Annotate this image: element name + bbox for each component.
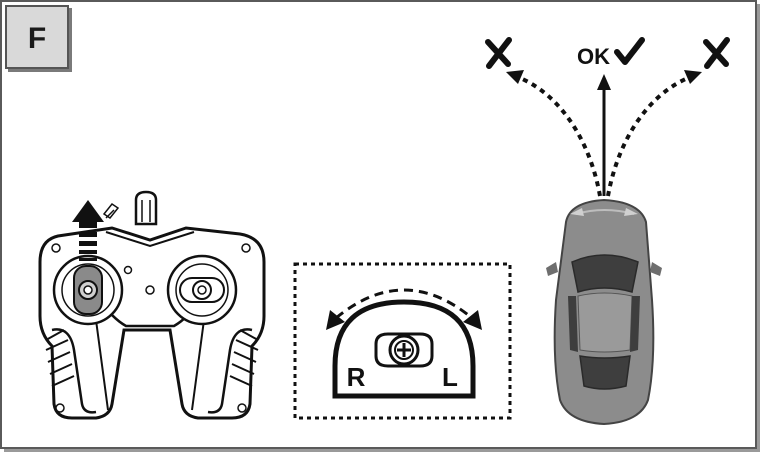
panel-label: F xyxy=(28,22,46,55)
steering-direction-diagram: OK xyxy=(485,37,730,197)
left-dotted-arrow xyxy=(519,76,602,197)
left-arrow-head xyxy=(506,70,524,84)
remote-controller xyxy=(38,190,266,420)
antenna xyxy=(134,190,158,226)
steering-stick xyxy=(166,254,238,326)
cross-icon xyxy=(485,37,512,69)
ok-label: OK xyxy=(577,44,610,69)
forward-arrow-icon xyxy=(72,200,104,261)
right-arrow-head xyxy=(684,70,702,84)
trim-left-label: L xyxy=(442,362,458,392)
rotation-arrow xyxy=(335,288,473,320)
right-dotted-arrow xyxy=(606,76,689,197)
rotation-arrow-left-head xyxy=(326,310,345,330)
checkmark-icon xyxy=(614,37,645,65)
trim-knob-icon xyxy=(374,332,434,368)
trim-dial-diagram: R L xyxy=(293,262,512,420)
car-top-view xyxy=(546,198,662,426)
straight-arrow-head xyxy=(597,74,611,90)
rotation-arrow-right-head xyxy=(463,310,482,330)
power-switch xyxy=(102,202,120,220)
panel-badge: F xyxy=(5,5,72,72)
throttle-stick xyxy=(52,254,124,326)
cross-icon xyxy=(703,37,730,69)
trim-right-label: R xyxy=(347,362,366,392)
dotted-frame xyxy=(293,262,512,420)
